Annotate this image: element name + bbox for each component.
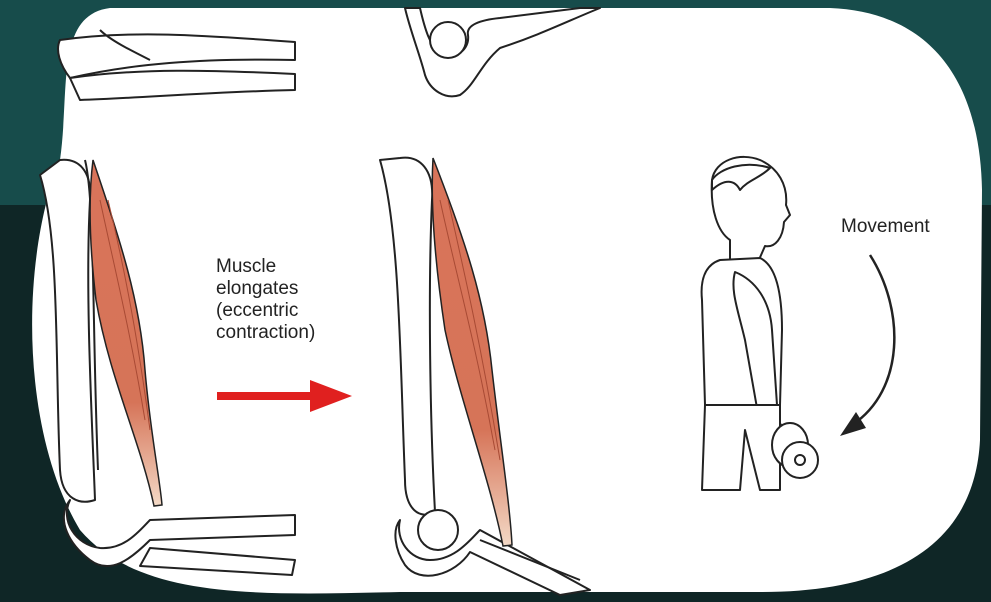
label-line: elongates (216, 278, 315, 300)
movement-label: Movement (841, 216, 930, 238)
muscle-elongates-label: Muscle elongates (eccentric contraction) (216, 256, 315, 344)
label-line: (eccentric (216, 300, 315, 322)
label-line: Muscle (216, 256, 315, 278)
label-line: contraction) (216, 322, 315, 344)
